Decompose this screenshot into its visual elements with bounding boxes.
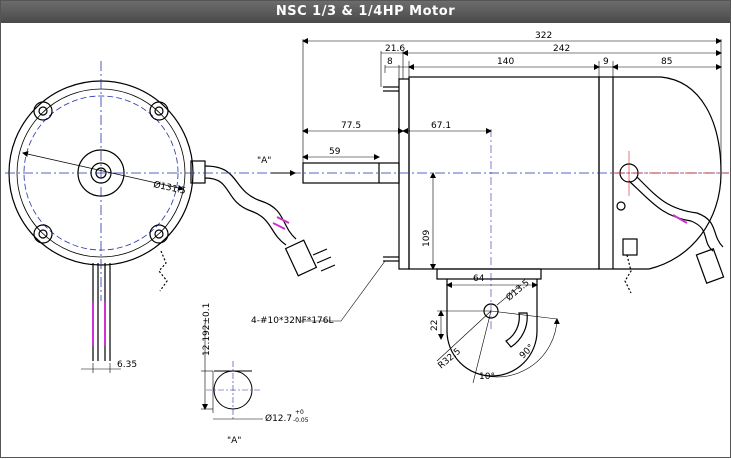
ground-screw <box>616 201 626 211</box>
dim-shaft-length: 77.5 <box>341 121 361 131</box>
switch-housing <box>622 238 638 256</box>
bolt-boss-tr <box>149 101 169 121</box>
dim-angle: 90° <box>518 343 536 361</box>
view-a-marker: "A" <box>257 156 271 166</box>
dim-body: 242 <box>553 44 570 54</box>
mount-flange <box>398 78 410 270</box>
dim-height: 109 <box>422 230 432 247</box>
dim-can: 140 <box>497 57 514 67</box>
view-a-label: "A" <box>227 436 241 446</box>
pull-chain <box>158 250 168 292</box>
shaft-diameter-label: Ø12.7 <box>265 413 292 424</box>
dim-bracket-width: 64 <box>473 274 485 284</box>
dim-endcap: 85 <box>661 57 672 67</box>
dim-offset: 21.6 <box>385 44 405 54</box>
power-cable-lower <box>204 177 287 246</box>
diameter-label: Ø131.5 <box>152 179 186 197</box>
bolt-boss-br <box>149 224 169 244</box>
flat-dimension-label: 12.192±0.1 <box>202 303 212 356</box>
side-cable <box>628 180 714 252</box>
bolt-boss-tl <box>33 101 53 121</box>
diameter-dim-line <box>22 151 184 191</box>
bracket-base <box>436 268 542 280</box>
cable-gland <box>190 160 206 184</box>
dim-angle-small: 10° <box>479 372 495 382</box>
side-pull-chain <box>624 254 632 294</box>
dim-flange: 8 <box>387 57 393 67</box>
dim-hole: Ø13.5 <box>504 277 532 303</box>
tolerance-lower: -0.05 <box>293 417 309 424</box>
lead-spacing-label: 6.35 <box>117 360 137 370</box>
view-a-detail <box>201 323 263 421</box>
dim-radius: R32.5 <box>437 347 464 372</box>
dim-bracket-height: 22 <box>430 320 440 331</box>
bolt-callout: 4-#10*32NF*176L <box>251 316 334 326</box>
mounting-bracket <box>446 279 538 377</box>
dim-shaft-tip: 59 <box>329 147 341 157</box>
dim-band: 9 <box>603 57 609 67</box>
bracket-slot <box>505 312 528 348</box>
drawing-title: NSC 1/3 & 1/4HP Motor <box>1 1 730 23</box>
plug <box>284 239 318 277</box>
dim-overall: 322 <box>535 31 552 41</box>
tolerance-upper: +0 <box>295 409 304 416</box>
bolt-boss-bl <box>33 224 53 244</box>
side-view <box>302 76 725 377</box>
dim-mount-position: 67.1 <box>431 121 451 131</box>
power-cable-upper <box>204 165 297 240</box>
lead-wires <box>92 263 111 361</box>
top-dimensions <box>301 38 722 384</box>
side-plug <box>695 248 725 284</box>
